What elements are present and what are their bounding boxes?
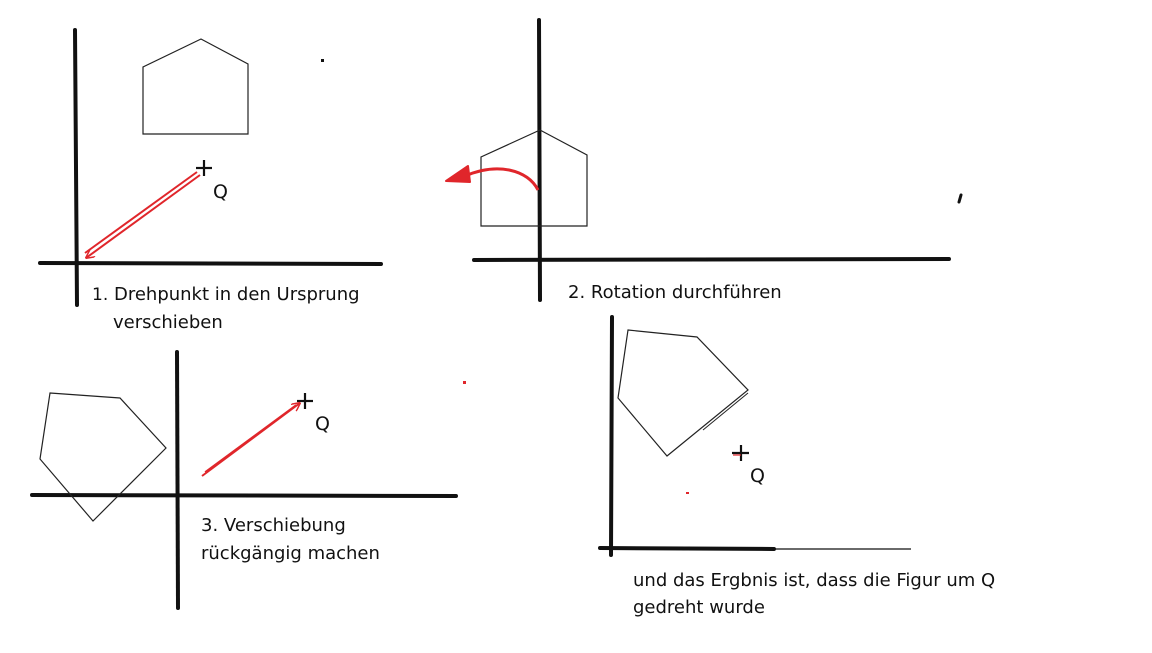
step-2-number: 2. [568,282,586,303]
panel-3-y-axis [175,350,180,610]
panel-1-q-label: Q [213,181,228,203]
panel-3-translation-arrow [201,403,300,477]
panel-2-y-axis [537,18,542,302]
stray-dot [463,381,466,384]
panel-1-translate-to-origin [38,28,383,307]
panel-1-point-q-cross [196,160,212,176]
panel-3-x-axis [30,493,458,498]
result-line1: und das Ergbnis ist, dass die Figur um Q [633,570,996,591]
step-1-line2: verschieben [113,312,223,333]
step-2-line1: Rotation durchführen [590,282,782,303]
panel-4-pentagon [617,329,749,457]
panel-1-translation-arrow [85,171,201,258]
step-1-number: 1. [92,285,109,305]
panel-3-q-label: Q [315,413,330,435]
panel-4-pentagon-edge-double [702,392,749,431]
step-3-line1: Verschiebung [223,515,346,536]
panel-1-y-axis [73,28,79,307]
result-line2: gedreht wurde [633,597,765,618]
panel-4-y-axis [609,315,614,557]
panel-4-point-q-cross [732,445,749,461]
step-3-number: 3. [201,515,219,536]
panel-4-x-axis-thick [598,546,776,551]
panel-2-pentagon [480,129,588,227]
panel-3-point-q-cross [297,393,313,409]
step-1-caption: 1. Drehpunkt in den Ursprung [92,281,360,309]
panel-4-result [598,315,911,557]
panel-2-x-axis [472,257,951,262]
panel-3-undo-translation [30,350,466,610]
panel-3-pentagon [39,392,167,522]
panel-1-x-axis [38,261,383,266]
panel-2-rotation [445,18,963,302]
stray-mark [957,193,963,204]
stray-dot [686,492,689,494]
step-2-caption: 2. Rotation durchführen [568,279,782,307]
panel-1-pentagon [142,38,249,135]
stray-dot [321,59,324,62]
panel-2-rotation-arrow [445,165,540,191]
panel-4-q-label: Q [750,465,765,487]
step-3-caption: 3. Verschiebung [201,512,346,540]
step-3-line2: rückgängig machen [201,543,380,564]
step-1-line1: Drehpunkt in den Ursprung [113,284,360,305]
